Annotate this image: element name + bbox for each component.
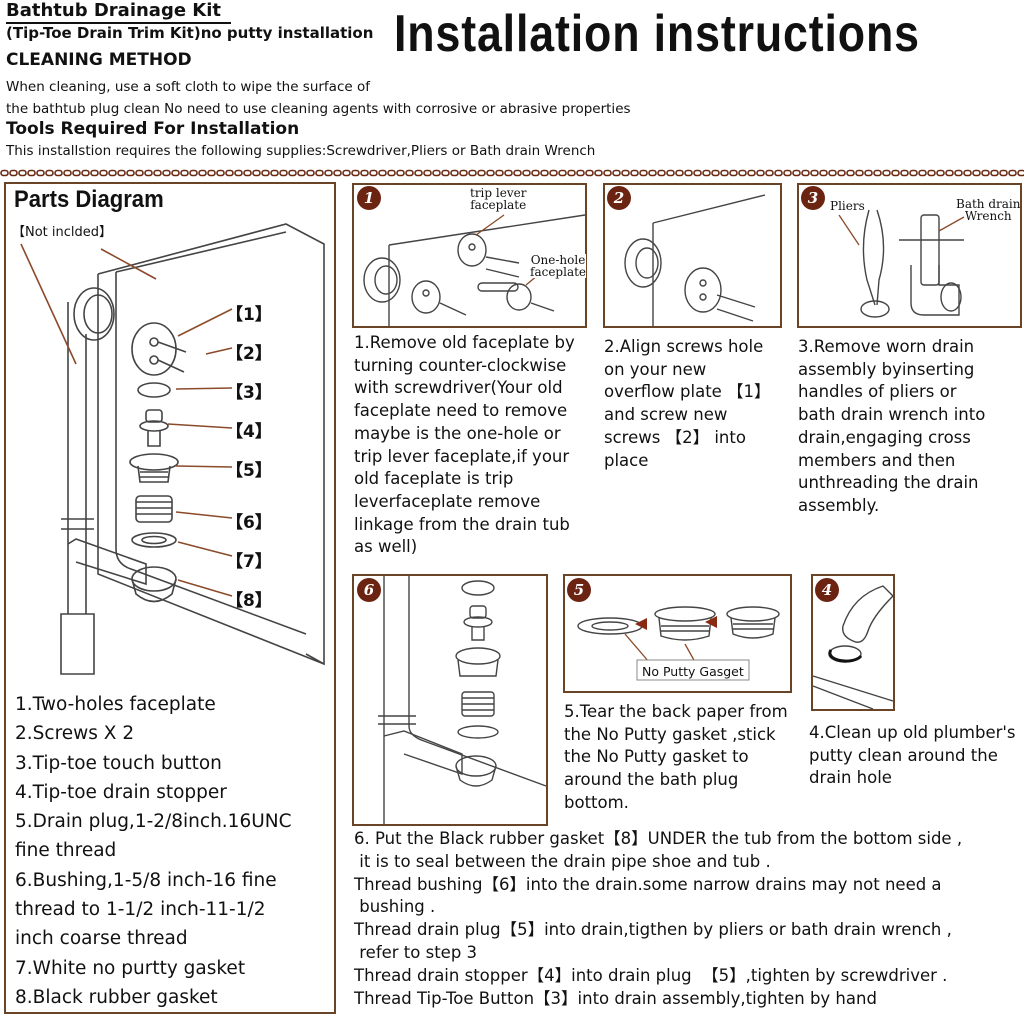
part-label-4: 【4】 [226,422,272,442]
cleaning-heading: CLEANING METHOD [6,50,192,70]
step-1-text: 1.Remove old faceplate by turning counte… [354,333,575,557]
part-label-8: 【8】 [226,591,272,611]
parts-illustration [20,223,325,675]
list-item: 5.Drain plug,1-2/8inch.16UNC [15,811,292,833]
callout-trip-lever: trip lever faceplate [470,186,527,212]
kit-title: Bathtub Drainage Kit [6,0,232,24]
cleaning-line-1: When cleaning, use a soft cloth to wipe … [6,79,370,95]
part-label-5: 【5】 [226,461,272,481]
list-item: 8.Black rubber gasket [15,986,218,1008]
chain-divider [0,168,1024,178]
step-4-illustration [812,585,894,710]
part-label-1: 【1】 [226,305,272,325]
list-item: 7.White no purtty gasket [15,957,246,979]
list-item: inch coarse thread [15,928,188,950]
step-2-illustration [624,194,766,326]
step-1-badge: 1 [357,186,381,210]
step-3-illustration [838,209,965,318]
parts-list: 1.Two-holes faceplate 2.Screws X 2 3.Tip… [15,690,292,1012]
callout-pliers: Pliers [830,199,865,213]
step-6-badge: 6 [357,578,381,602]
parts-diagram-title: Parts Diagram [14,186,164,213]
step-2-panel [603,183,782,328]
step-2-text: 2.Align screws hole on your new overflow… [604,337,771,470]
tools-text: This installstion requires the following… [6,143,596,159]
list-item: fine thread [15,840,117,862]
parts-diagram-panel [4,182,336,1014]
step-3-badge: 3 [801,186,825,210]
cleaning-text: When cleaning, use a soft cloth to wipe … [6,76,631,120]
part-label-3: 【3】 [226,383,272,403]
step-4-badge: 4 [815,578,839,602]
callout-one-hole: One-hole faceplate [530,253,587,279]
cleaning-line-2: the bathtub plug clean No need to use cl… [6,101,631,117]
step-2-badge: 2 [607,186,631,210]
step-3-panel [797,183,1022,328]
list-item: 1.Two-holes faceplate [15,694,216,715]
not-included-label: 【Not inclded】 [12,225,113,240]
step-1-illustration [363,214,586,326]
kit-subtitle: (Tip-Toe Drain Trim Kit)no putty install… [6,24,374,42]
step-5-badge: 5 [567,578,591,602]
list-item: thread to 1-1/2 inch-11-1/2 [15,899,266,921]
list-item: 3.Tip-toe touch button [15,752,222,774]
callout-wrench: Bath drain Wrench [956,197,1021,223]
no-putty-gasket-label: No Putty Gasget [642,664,744,679]
step-3-text: 3.Remove worn drain assembly byinserting… [798,337,986,515]
step-5-text: 5.Tear the back paper from the No Putty … [564,702,788,812]
part-label-2: 【2】 [226,344,272,364]
part-label-6: 【6】 [226,513,272,533]
step-6-illustration [378,576,547,824]
part-label-7: 【7】 [226,552,272,572]
list-item: 2.Screws X 2 [15,723,135,745]
step-4-text: 4.Clean up old plumber's putty clean aro… [809,723,1016,788]
step-6-instructions: 6. Put the Black rubber gasket【8】UNDER t… [354,829,963,1008]
list-item: 6.Bushing,1-5/8 inch-16 fine [15,869,277,891]
list-item: 4.Tip-toe drain stopper [15,781,227,803]
tools-heading: Tools Required For Installation [6,119,300,139]
page-title: Installation instructions [394,5,920,63]
step-5-illustration [577,606,780,681]
